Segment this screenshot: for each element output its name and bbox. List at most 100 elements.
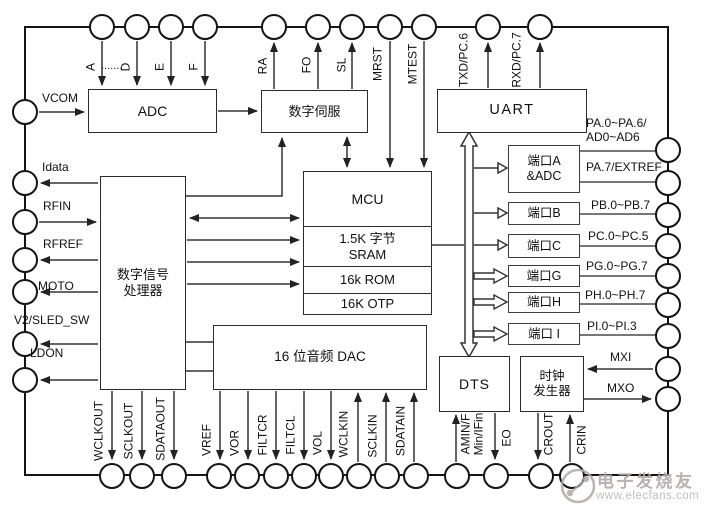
pin-ph-0-ph-7 bbox=[655, 292, 681, 318]
pin-vref bbox=[206, 463, 232, 489]
mcu-block: MCU bbox=[303, 171, 432, 227]
pin-label-sclkin: SCLKIN bbox=[365, 414, 380, 458]
port-b-block: 端口B bbox=[508, 202, 580, 225]
pin-label-mrst: MRST bbox=[370, 47, 385, 81]
pin-pa-0-pa-6-ad0-ad6 bbox=[655, 137, 681, 163]
pin-ra bbox=[261, 14, 287, 40]
rom-block: 16k ROM bbox=[303, 267, 432, 294]
pin-vol bbox=[318, 463, 344, 489]
pin-label-vol: VOL bbox=[310, 430, 325, 456]
pin-label-v2-sled-sw: V2/SLED_SW bbox=[14, 313, 90, 327]
pin-label-vref: VREF bbox=[199, 423, 214, 457]
pin-label-vcom: VCOM bbox=[42, 91, 78, 105]
pin-crout bbox=[528, 463, 554, 489]
pin-filtcr bbox=[263, 463, 289, 489]
dts-block: DTS bbox=[439, 356, 510, 412]
pin-label-idata: Idata bbox=[42, 160, 69, 174]
pin-label-pb-0-pb-7: PB.0~PB.7 bbox=[591, 198, 651, 212]
pin-label-txd-pc-6: TXD/PC.6 bbox=[456, 32, 471, 88]
adc-block: ADC bbox=[88, 89, 217, 133]
pin-label-ra: RA bbox=[255, 57, 270, 75]
clock-generator-block: 时钟 发生器 bbox=[520, 356, 584, 412]
port-output-lines bbox=[580, 150, 656, 336]
pin-pg-0-pg-7 bbox=[655, 263, 681, 289]
pin-idata bbox=[12, 170, 38, 196]
port-g-block: 端口G bbox=[508, 265, 580, 287]
pin-pc-0-pc-5 bbox=[655, 233, 681, 259]
pin-mxi bbox=[655, 356, 681, 382]
pin-label-sclkout: SCLKOUT bbox=[121, 402, 136, 460]
pin-fo bbox=[305, 14, 331, 40]
pin-pi-0-pi-3 bbox=[655, 323, 681, 349]
pin-label-filtcr: FILTCR bbox=[255, 414, 270, 456]
pin-label-rxd-pc-7: RXD/PC.7 bbox=[509, 32, 524, 88]
pin-ldon bbox=[12, 367, 38, 393]
pin-e bbox=[158, 14, 184, 40]
pin-label-fo: FO bbox=[299, 56, 314, 74]
pin-label-wclkin: WCLKIN bbox=[336, 410, 351, 458]
pin-v2-sled-sw bbox=[12, 331, 38, 357]
pin-label-moto: MOTO bbox=[38, 279, 74, 293]
pin-label-sl: SL bbox=[334, 57, 349, 73]
pin-label-sdataout: SDATAOUT bbox=[153, 397, 168, 461]
pin-label-sdatain: SDATAIN bbox=[393, 405, 408, 457]
port-a-adc-block: 端口A &ADC bbox=[508, 145, 580, 193]
pin-a bbox=[89, 14, 115, 40]
dsp-block: 数字信号 处理器 bbox=[100, 176, 186, 390]
pin-label-eo: EO bbox=[499, 429, 514, 447]
port-i-block: 端口 I bbox=[508, 323, 580, 345]
pin-label-mxi: MXI bbox=[610, 350, 632, 364]
sram-block: 1.5K 字节 SRAM bbox=[303, 227, 432, 267]
pin-wclkout bbox=[99, 463, 125, 489]
pin-sl bbox=[339, 14, 365, 40]
pin-label-pa-0-pa-6-ad0-ad6: PA.0~PA.6/ AD0~AD6 bbox=[586, 116, 647, 144]
pin-sclkout bbox=[129, 463, 155, 489]
pin-txd-pc-6 bbox=[475, 14, 501, 40]
pin-label-filtcl: FILTCL bbox=[283, 415, 298, 455]
pin-sclkin bbox=[374, 463, 400, 489]
pin-label-pc-0-pc-5: PC.0~PC.5 bbox=[588, 229, 649, 243]
pin-pa-7-extref bbox=[655, 170, 681, 196]
pin-moto bbox=[12, 279, 38, 305]
port-h-block: 端口H bbox=[508, 292, 580, 313]
pin-label-crin: CRIN bbox=[574, 425, 589, 455]
pin-label-a: A bbox=[83, 62, 98, 72]
uart-block: UART bbox=[437, 89, 587, 133]
pin-filtcl bbox=[291, 463, 317, 489]
pin-label-crout: CROUT bbox=[541, 412, 556, 456]
pin-crin bbox=[559, 463, 585, 489]
bus-branches-abc bbox=[474, 161, 509, 252]
pin-label-wclkout: WCLKOUT bbox=[91, 401, 106, 461]
pin-label-mtest: MTEST bbox=[405, 43, 420, 85]
pin-pb-0-pb-7 bbox=[655, 202, 681, 228]
watermark-title: 电子发烧友 bbox=[597, 472, 695, 491]
pin-eo bbox=[483, 463, 509, 489]
pin-label-mxo: MXO bbox=[607, 381, 635, 395]
pin-d bbox=[124, 14, 150, 40]
otp-block: 16K OTP bbox=[303, 294, 432, 315]
pin-f bbox=[192, 14, 218, 40]
watermark-url: www.elecfans.com bbox=[596, 490, 700, 502]
pin-amin-f-min-ifin bbox=[444, 463, 470, 489]
bus-branches-ghi bbox=[473, 267, 509, 343]
ellipsis-dots: ....... bbox=[101, 60, 123, 72]
pin-label-ldon: LDON bbox=[30, 346, 64, 360]
pin-label-ph-0-ph-7: PH.0~PH.7 bbox=[585, 288, 646, 302]
pin-label-f: F bbox=[186, 63, 201, 71]
pin-wclkin bbox=[346, 463, 372, 489]
pin-rfref bbox=[12, 247, 38, 273]
pin-label-amin-f-min-ifin: AMIN/F Min/IFin bbox=[458, 412, 485, 456]
pin-label-pg-0-pg-7: PG.0~PG.7 bbox=[586, 259, 648, 273]
pin-label-e: E bbox=[152, 62, 167, 72]
pin-mxo bbox=[655, 386, 681, 412]
pin-rfin bbox=[12, 209, 38, 235]
pin-label-rfref: RFREF bbox=[43, 237, 83, 251]
pin-label-rfin: RFIN bbox=[43, 199, 71, 213]
pin-mtest bbox=[411, 14, 437, 40]
pin-vor bbox=[234, 463, 260, 489]
pin-sdataout bbox=[161, 463, 187, 489]
pin-mrst bbox=[377, 14, 403, 40]
pin-label-vor: VOR bbox=[227, 429, 242, 457]
pin-vcom bbox=[12, 99, 38, 125]
